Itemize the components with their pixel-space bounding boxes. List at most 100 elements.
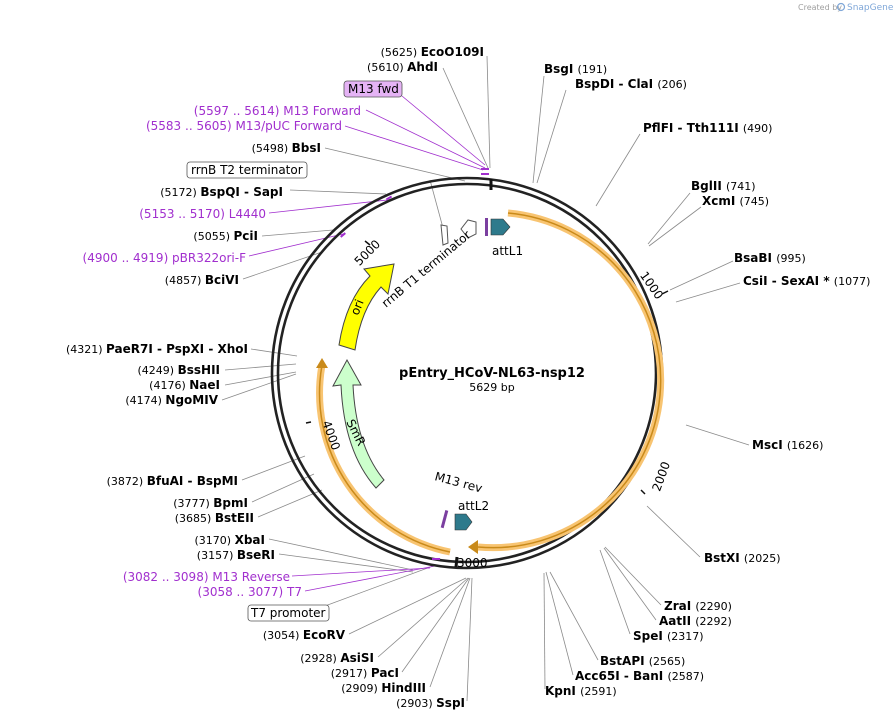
site-bstapi: BstAPI (2565) bbox=[600, 654, 685, 668]
orf-left-arrowhead bbox=[316, 358, 328, 368]
site-pcii: (5055) PciI bbox=[193, 229, 258, 243]
site-bstxi-pos: (2025) bbox=[744, 552, 781, 565]
site-aatii-pos: (2292) bbox=[695, 615, 732, 628]
primer-marks bbox=[340, 168, 489, 560]
site-ecorv-name: EcoRV bbox=[303, 628, 346, 642]
site-bsteii-pos: (3685) bbox=[175, 512, 215, 525]
primer-pbr322: (4900 .. 4919) pBR322ori-F bbox=[83, 251, 247, 265]
credit-text: Created by bbox=[798, 3, 842, 12]
site-pflfi: PflFI - Tth111I (490) bbox=[643, 121, 772, 135]
site-bspdi-name: BspDI - ClaI bbox=[575, 77, 657, 91]
tick-3000-marker bbox=[454, 556, 459, 568]
site-paer7i-name: PaeR7I - PspXI - XhoI bbox=[106, 342, 248, 356]
site-naei-pos: (4176) bbox=[149, 379, 189, 392]
primer-labels: (5597 .. 5614) M13 Forward(5583 .. 5605)… bbox=[83, 104, 361, 599]
site-bcivi-name: BciVI bbox=[205, 273, 239, 287]
site-bspqi-name: BspQI - SapI bbox=[200, 185, 283, 199]
site-bglii-pos: (741) bbox=[726, 180, 756, 193]
site-leader-lines bbox=[221, 55, 750, 702]
site-ngomiv-name: NgoMIV bbox=[165, 393, 218, 407]
site-bbsi-name: BbsI bbox=[292, 141, 321, 155]
site-csii-name: CsiI - SexAI * bbox=[743, 274, 834, 288]
site-bsabi: BsaBI (995) bbox=[734, 251, 806, 265]
primer-m13reverse: (3082 .. 3098) M13 Reverse bbox=[123, 570, 290, 584]
site-bbsi: (5498) BbsI bbox=[252, 141, 321, 155]
site-bsteii: (3685) BstEII bbox=[175, 511, 254, 525]
site-aatii: AatII (2292) bbox=[659, 614, 732, 628]
right-site-labels: BsgI (191)BspDI - ClaI (206)PflFI - Tth1… bbox=[544, 62, 870, 698]
site-paer7i-pos: (4321) bbox=[66, 343, 106, 356]
site-zrai-name: ZraI bbox=[664, 599, 695, 613]
site-bsgi: BsgI (191) bbox=[544, 62, 607, 76]
site-hindiii: (2909) HindIII bbox=[341, 681, 426, 695]
site-asisi-pos: (2928) bbox=[300, 652, 340, 665]
site-zrai-pos: (2290) bbox=[695, 600, 732, 613]
site-bcivi: (4857) BciVI bbox=[165, 273, 239, 287]
site-xcmi-pos: (745) bbox=[740, 195, 770, 208]
rrnb-t1-feature bbox=[460, 219, 477, 239]
site-paci-name: PacI bbox=[371, 666, 399, 680]
site-kpni: KpnI (2591) bbox=[545, 684, 617, 698]
site-ahdi-name: AhdI bbox=[407, 60, 438, 74]
site-bsgi-pos: (191) bbox=[578, 63, 608, 76]
site-sspi-name: SspI bbox=[436, 696, 465, 710]
label-t7-promoter: T7 promoter bbox=[250, 606, 326, 620]
site-xbai: (3170) XbaI bbox=[195, 533, 265, 547]
primer-t7: (3058 .. 3077) T7 bbox=[198, 585, 302, 599]
site-xcmi-name: XcmI bbox=[702, 194, 740, 208]
site-bsshii-name: BssHII bbox=[178, 363, 220, 377]
site-spei: SpeI (2317) bbox=[633, 629, 704, 643]
site-aatii-name: AatII bbox=[659, 614, 695, 628]
site-pcii-name: PciI bbox=[234, 229, 259, 243]
site-bseri: (3157) BseRI bbox=[197, 548, 275, 562]
orf-arc-left-core bbox=[318, 364, 451, 553]
site-paci: (2917) PacI bbox=[331, 666, 399, 680]
tick-3000: 3000 bbox=[457, 556, 488, 570]
primer-leader-lines bbox=[248, 95, 486, 592]
attl2-feature bbox=[440, 510, 473, 531]
credit-brand: SnapGene bbox=[847, 3, 894, 13]
label-attl2: attL2 bbox=[458, 499, 489, 513]
site-bbsi-pos: (5498) bbox=[252, 142, 292, 155]
site-xbai-pos: (3170) bbox=[195, 534, 235, 547]
site-spei-pos: (2317) bbox=[667, 630, 704, 643]
backbone-inner bbox=[276, 182, 658, 564]
site-naei-name: NaeI bbox=[189, 378, 220, 392]
label-smr: SmR bbox=[343, 417, 368, 448]
ori-feature bbox=[338, 263, 395, 351]
label-m13rev: M13 rev bbox=[433, 469, 484, 495]
site-sspi: (2903) SspI bbox=[396, 696, 465, 710]
site-bfuai: (3872) BfuAI - BspMI bbox=[107, 474, 238, 488]
site-bsshii: (4249) BssHII bbox=[138, 363, 220, 377]
plasmid-length: 5629 bp bbox=[469, 381, 514, 394]
site-bseri-name: BseRI bbox=[237, 548, 275, 562]
site-acc65i-pos: (2587) bbox=[667, 670, 704, 683]
site-kpni-name: KpnI bbox=[545, 684, 580, 698]
site-spei-name: SpeI bbox=[633, 629, 667, 643]
site-ecorv-pos: (3054) bbox=[263, 629, 303, 642]
site-pflfi-pos: (490) bbox=[743, 122, 773, 135]
site-bpmi-name: BpmI bbox=[213, 496, 248, 510]
primer-m13puc: (5583 .. 5605) M13/pUC Forward bbox=[146, 119, 342, 133]
site-ahdi-pos: (5610) bbox=[367, 61, 407, 74]
label-m13fwd: M13 fwd bbox=[348, 82, 399, 96]
site-asisi: (2928) AsiSI bbox=[300, 651, 374, 665]
primer-m13forward: (5597 .. 5614) M13 Forward bbox=[194, 104, 361, 118]
snapgene-credit: Created by SnapGene bbox=[798, 2, 894, 13]
site-bfuai-name: BfuAI - BspMI bbox=[147, 474, 238, 488]
site-sspi-pos: (2903) bbox=[396, 697, 436, 710]
site-bsabi-name: BsaBI bbox=[734, 251, 776, 265]
site-hindiii-pos: (2909) bbox=[341, 682, 381, 695]
site-bspqi: (5172) BspQI - SapI bbox=[160, 185, 283, 199]
plasmid-name: pEntry_HCoV-NL63-nsp12 bbox=[399, 366, 585, 381]
site-bstapi-pos: (2565) bbox=[649, 655, 686, 668]
site-ecoo109i: (5625) EcoO109I bbox=[381, 45, 484, 59]
site-pcii-pos: (5055) bbox=[193, 230, 233, 243]
tick-2000: 2000 bbox=[649, 460, 673, 493]
site-bsabi-pos: (995) bbox=[776, 252, 806, 265]
site-bsteii-name: BstEII bbox=[215, 511, 254, 525]
site-msci: MscI (1626) bbox=[752, 438, 823, 452]
site-ecoo109i-pos: (5625) bbox=[381, 46, 421, 59]
orf-arc-core bbox=[477, 212, 662, 549]
